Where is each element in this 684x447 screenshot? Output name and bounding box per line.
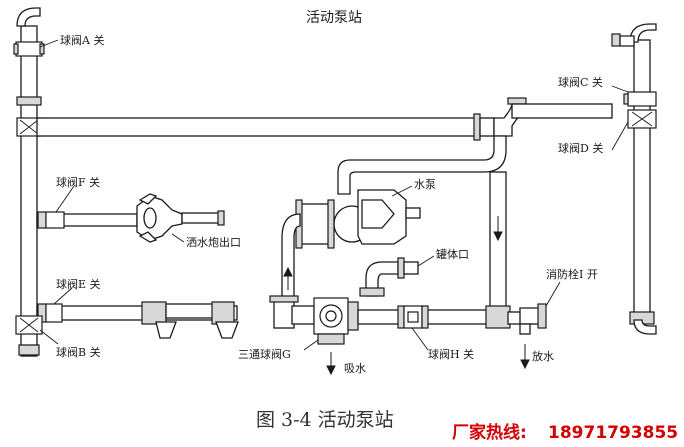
valve-a <box>13 41 45 57</box>
hotline-label: 厂家热线: <box>452 422 527 443</box>
valve-b <box>15 315 43 335</box>
label-discharge: 放水 <box>532 349 554 363</box>
branch-e <box>36 301 239 339</box>
figure-caption: 图 3-4 活动泵站 <box>256 409 394 431</box>
pump-assembly <box>281 135 507 313</box>
left-vertical-pipe <box>16 7 41 357</box>
label-valve-h: 球阀H 关 <box>428 347 474 361</box>
label-valve-c: 球阀C 关 <box>558 75 603 89</box>
hydrant-i <box>507 303 547 335</box>
hotline-number: 18971793855 <box>548 423 678 443</box>
label-valve-f: 球阀F 关 <box>56 175 100 189</box>
leader-lines <box>39 39 629 351</box>
label-valve-g: 三通球阀G <box>238 347 291 361</box>
branch-f <box>36 193 225 243</box>
label-valve-e: 球阀E 关 <box>56 277 101 291</box>
label-suction: 吸水 <box>344 362 366 375</box>
top-horizontal-pipe <box>36 97 613 141</box>
label-pump: 水泵 <box>414 178 436 191</box>
label-valve-a: 球阀A 关 <box>60 33 104 47</box>
diagram-title: 活动泵站 <box>306 10 362 26</box>
valve-h <box>357 305 511 329</box>
valve-g <box>269 295 359 345</box>
label-hydrant-i: 消防栓I 开 <box>546 267 598 281</box>
right-vertical-pipe <box>611 23 657 335</box>
label-valve-b: 球阀B 关 <box>56 345 101 359</box>
label-cannon-outlet: 洒水炮出口 <box>186 235 241 249</box>
valve-c <box>623 91 657 107</box>
label-valve-d: 球阀D 关 <box>558 141 603 155</box>
valve-d <box>627 109 657 129</box>
label-tank-port: 罐体口 <box>436 247 469 261</box>
hotline: 厂家热线: 18971793855 <box>452 422 678 443</box>
flow-arrows <box>283 216 530 376</box>
